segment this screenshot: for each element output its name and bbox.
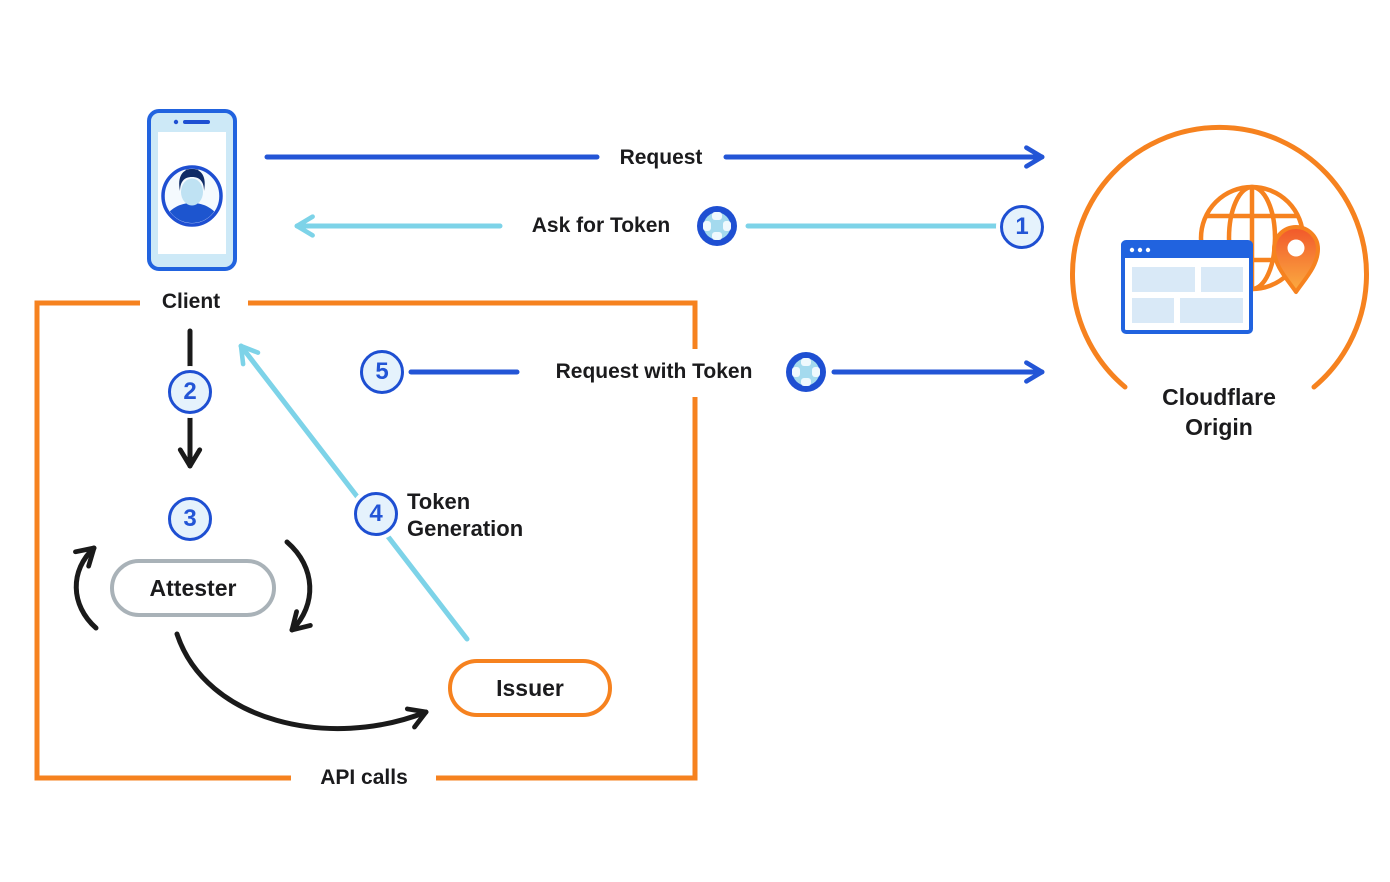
browser-window-icon [1121, 240, 1253, 334]
cloudflare-origin-icon [1121, 184, 1320, 334]
client-label: Client [161, 289, 221, 313]
attester-to-issuer-arrow [174, 631, 429, 732]
user-avatar-icon [161, 165, 223, 227]
issuer-label: Issuer [496, 674, 564, 701]
api-calls-boundary-box [34, 300, 698, 781]
step-circle-2: 2 [168, 370, 212, 414]
cloudflare-origin-line2: Origin [1185, 414, 1253, 440]
attester-loop-left-arrow [73, 545, 99, 631]
step-circle-4: 4 [354, 492, 398, 536]
cloudflare-origin-label: Cloudflare Origin [1162, 382, 1276, 442]
ask-for-token-label: Ask for Token [531, 213, 671, 237]
token-icon [786, 352, 826, 392]
attester-loop-right-arrow [284, 539, 313, 633]
location-pin-icon [1272, 225, 1320, 294]
token-icon [697, 206, 737, 246]
attester-label: Attester [149, 574, 237, 601]
origin-boundary-circle [1070, 124, 1369, 390]
token-generation-arrow [238, 343, 470, 642]
step-circle-1: 1 [1000, 205, 1044, 249]
request-label: Request [619, 145, 703, 169]
token-generation-line2: Generation [407, 516, 524, 541]
request-with-token-label: Request with Token [555, 359, 753, 383]
cloudflare-origin-line1: Cloudflare [1162, 384, 1276, 410]
api-calls-label: API calls [320, 765, 408, 789]
attester-node: Attester [110, 559, 276, 617]
step-circle-3: 3 [168, 497, 212, 541]
token-generation-label: Token Generation [407, 488, 523, 542]
token-generation-line1: Token [407, 489, 471, 514]
phone-icon [147, 109, 237, 271]
issuer-node: Issuer [448, 659, 612, 717]
step-circle-5: 5 [360, 350, 404, 394]
